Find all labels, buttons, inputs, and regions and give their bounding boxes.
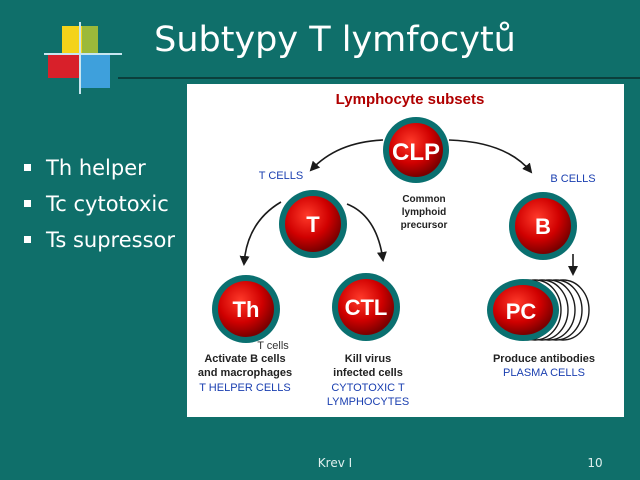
bullet-item: Th helper — [24, 150, 194, 186]
label-common: Common — [402, 194, 445, 205]
lymphocyte-diagram: Lymphocyte subsets CLP T — [198, 91, 596, 408]
node-th: Th — [212, 275, 280, 343]
arrow-t-to-th — [239, 201, 282, 266]
label-overlay-t-cells: T cells — [257, 340, 289, 352]
lymphocyte-diagram-panel: Lymphocyte subsets CLP T — [187, 84, 624, 417]
bullet-square-icon — [24, 164, 31, 171]
deco-line-horizontal — [44, 53, 122, 55]
label-lymphoid: lymphoid — [402, 207, 446, 218]
deco-square-yellow — [62, 26, 82, 54]
bullet-item: Tc cytotoxic — [24, 186, 194, 222]
node-clp-label: CLP — [392, 139, 440, 166]
bullet-square-icon — [24, 200, 31, 207]
label-th-type: T HELPER CELLS — [199, 382, 291, 394]
label-ctl-type-1: CYTOTOXIC T — [331, 382, 405, 394]
slide-title: Subtypy T lymfocytů — [154, 20, 516, 60]
label-t-cells: T CELLS — [259, 170, 303, 182]
arrow-t-to-ctl — [346, 203, 387, 262]
bullet-square-icon — [24, 236, 31, 243]
node-b: B — [509, 192, 577, 260]
node-th-label: Th — [233, 297, 260, 322]
label-ctl-desc-2: infected cells — [333, 367, 403, 379]
node-pc-label: PC — [506, 299, 537, 324]
node-b-label: B — [535, 214, 551, 239]
arrow-clp-to-b — [448, 139, 533, 174]
label-ctl-type-2: LYMPHOCYTES — [327, 396, 409, 408]
deco-line-vertical — [79, 22, 81, 94]
label-th-desc-1: Activate B cells — [204, 353, 285, 365]
bullet-item: Ts supressor — [24, 222, 194, 258]
bullet-text: Th helper — [46, 156, 146, 180]
bullet-list: Th helper Tc cytotoxic Ts supressor — [24, 150, 194, 258]
bullet-text: Tc cytotoxic — [46, 192, 169, 216]
node-ctl: CTL — [332, 273, 400, 341]
label-precursor: precursor — [401, 220, 448, 231]
title-divider — [118, 77, 640, 79]
node-pc: PC — [487, 279, 590, 341]
label-th-desc-2: and macrophages — [198, 367, 292, 379]
label-pc-type: PLASMA CELLS — [503, 367, 585, 379]
node-t: T — [279, 190, 347, 258]
label-b-cells: B CELLS — [550, 173, 595, 185]
label-pc-desc: Produce antibodies — [493, 353, 595, 365]
node-ctl-label: CTL — [345, 295, 388, 320]
decoration-squares — [0, 0, 122, 100]
arrow-clp-to-t — [309, 139, 384, 172]
deco-square-blue — [80, 54, 110, 88]
node-clp: CLP — [383, 117, 449, 183]
deco-square-green — [82, 26, 98, 54]
node-t-label: T — [306, 212, 320, 237]
deco-square-red — [48, 54, 80, 78]
bullet-text: Ts supressor — [46, 228, 176, 252]
page-number: 10 — [587, 456, 603, 470]
diagram-title: Lymphocyte subsets — [336, 91, 485, 108]
label-ctl-desc-1: Kill virus — [345, 353, 391, 365]
footer-title: Krev I — [317, 456, 353, 470]
